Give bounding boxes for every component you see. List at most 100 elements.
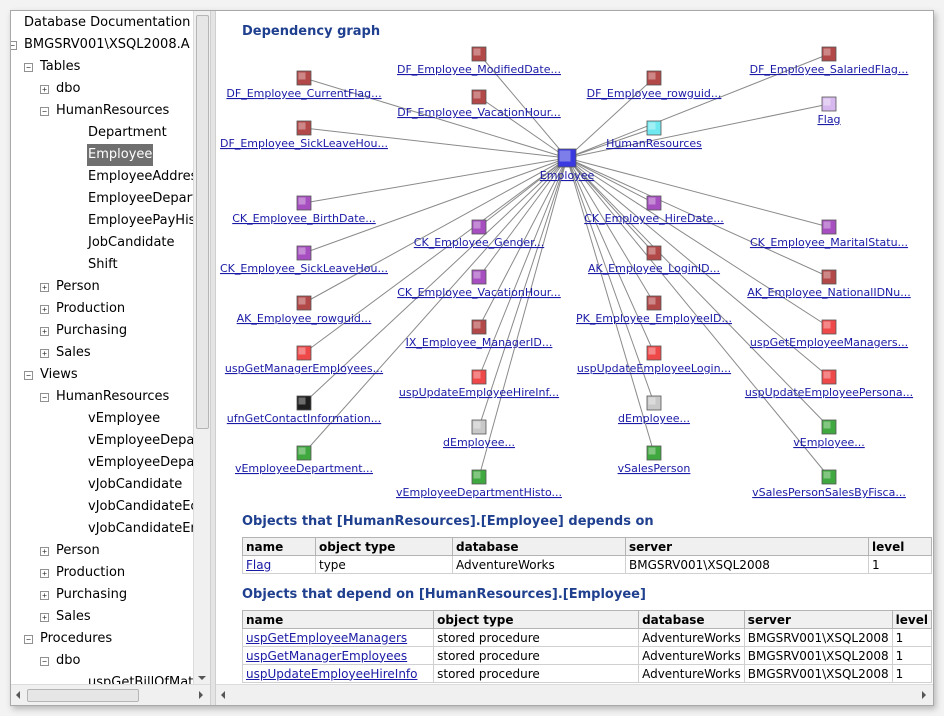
object-link[interactable]: uspGetManagerEmployees (241, 646, 435, 665)
graph-node-label[interactable]: DF_Employee_SickLeaveHou... (220, 137, 388, 150)
graph-node-label[interactable]: AK_Employee_LoginID... (588, 262, 720, 275)
graph-node-label[interactable]: IX_Employee_ManagerID... (406, 336, 553, 349)
graph-node[interactable] (821, 96, 837, 112)
tree-item[interactable]: HumanResources (55, 100, 170, 122)
graph-node[interactable] (821, 369, 837, 385)
tree-item[interactable]: Person (55, 276, 101, 298)
graph-node-label[interactable]: dEmployee... (618, 412, 690, 425)
graph-node[interactable] (646, 345, 662, 361)
graph-node[interactable] (821, 469, 837, 485)
content-scroll-left-arrow-icon[interactable] (221, 691, 225, 699)
expand-icon[interactable]: + (40, 569, 49, 578)
collapse-icon[interactable]: − (24, 63, 33, 72)
tree-item[interactable]: dbo (55, 78, 81, 100)
tree-item[interactable]: Production (55, 298, 126, 320)
graph-node[interactable] (646, 295, 662, 311)
graph-node-label[interactable]: CK_Employee_MaritalStatu... (750, 236, 908, 249)
graph-node-label[interactable]: Flag (817, 113, 840, 126)
graph-node-label[interactable]: vSalesPerson (618, 462, 691, 475)
graph-node[interactable] (821, 46, 837, 62)
tree-item[interactable]: Sales (55, 342, 92, 364)
scroll-down-arrow-icon[interactable] (198, 676, 206, 680)
graph-center-node[interactable] (557, 148, 577, 168)
graph-node[interactable] (296, 395, 312, 411)
content-horizontal-scrollbar[interactable] (216, 684, 933, 705)
graph-node-label[interactable]: PK_Employee_EmployeeID... (576, 312, 732, 325)
graph-node[interactable] (471, 469, 487, 485)
collapse-icon[interactable]: − (11, 41, 17, 50)
column-header[interactable]: level (891, 610, 933, 629)
content-scroll-right-arrow-icon[interactable] (922, 691, 926, 699)
graph-node[interactable] (821, 269, 837, 285)
tree-item[interactable]: Department (87, 122, 168, 144)
expand-icon[interactable]: + (40, 85, 49, 94)
graph-node[interactable] (646, 395, 662, 411)
column-header[interactable]: database (452, 537, 626, 556)
graph-node[interactable] (471, 219, 487, 235)
graph-center-label[interactable]: Employee (540, 169, 595, 182)
graph-node[interactable] (296, 445, 312, 461)
tree-vertical-scrollbar[interactable] (193, 11, 211, 684)
object-link[interactable]: Flag (242, 555, 316, 574)
graph-node-label[interactable]: DF_Employee_VacationHour... (397, 106, 561, 119)
tree-item[interactable]: Views (39, 364, 79, 386)
tree-hscroll-thumb[interactable] (27, 689, 139, 702)
graph-node-label[interactable]: uspUpdateEmployeePersona... (745, 386, 913, 399)
expand-icon[interactable]: + (40, 591, 49, 600)
graph-node-label[interactable]: ufnGetContactInformation... (227, 412, 381, 425)
column-header[interactable]: name (241, 610, 435, 629)
object-link[interactable]: uspUpdateEmployeeHireInfo (241, 664, 435, 683)
graph-node-label[interactable]: uspUpdateEmployeeHireInf... (399, 386, 559, 399)
tree-item[interactable]: JobCandidate (87, 232, 176, 254)
column-header[interactable]: server (743, 610, 893, 629)
tree-item[interactable]: EmployeePayHist (87, 210, 193, 232)
tree-item[interactable]: vJobCandidateEr (87, 518, 193, 540)
graph-node[interactable] (646, 195, 662, 211)
graph-node-label[interactable]: vEmployee... (793, 436, 864, 449)
graph-node-label[interactable]: CK_Employee_Gender... (414, 236, 544, 249)
graph-node[interactable] (296, 345, 312, 361)
graph-node[interactable] (471, 89, 487, 105)
tree-item[interactable]: BMGSRV001\XSQL2008.A (23, 34, 191, 56)
column-header[interactable]: object type (433, 610, 640, 629)
graph-node[interactable] (296, 70, 312, 86)
graph-node-label[interactable]: DF_Employee_rowguid... (587, 87, 722, 100)
graph-node-label[interactable]: vSalesPersonSalesByFisca... (752, 486, 906, 499)
tree-item[interactable]: EmployeeAddress (87, 166, 193, 188)
graph-node-label[interactable]: vEmployeeDepartment... (235, 462, 373, 475)
column-header[interactable]: name (242, 537, 316, 556)
tree-item[interactable]: HumanResources (55, 386, 170, 408)
tree-item[interactable]: EmployeeDepart (87, 188, 193, 210)
graph-node[interactable] (821, 319, 837, 335)
tree-item[interactable]: vEmployeeDepar (87, 430, 193, 452)
tree-item[interactable]: Purchasing (55, 320, 128, 342)
graph-node-label[interactable]: CK_Employee_HireDate... (584, 212, 724, 225)
column-header[interactable]: level (868, 537, 932, 556)
graph-node[interactable] (296, 295, 312, 311)
graph-node-label[interactable]: DF_Employee_CurrentFlag... (226, 87, 381, 100)
graph-node-label[interactable]: AK_Employee_rowguid... (237, 312, 372, 325)
graph-node[interactable] (296, 245, 312, 261)
graph-node-label[interactable]: vEmployeeDepartmentHisto... (396, 486, 562, 499)
collapse-icon[interactable]: − (40, 657, 49, 666)
graph-node-label[interactable]: CK_Employee_SickLeaveHou... (220, 262, 388, 275)
tree-item[interactable]: Sales (55, 606, 92, 628)
graph-node[interactable] (471, 269, 487, 285)
tree-item[interactable]: uspGetBillOfMate (87, 672, 193, 684)
collapse-icon[interactable]: − (40, 393, 49, 402)
collapse-icon[interactable]: − (24, 635, 33, 644)
tree-item[interactable]: Purchasing (55, 584, 128, 606)
tree-item[interactable]: Procedures (39, 628, 113, 650)
tree-item[interactable]: Production (55, 562, 126, 584)
graph-node-label[interactable]: DF_Employee_ModifiedDate... (397, 63, 561, 76)
tree-item[interactable]: vJobCandidateEc (87, 496, 193, 518)
tree-horizontal-scrollbar[interactable] (11, 684, 210, 705)
graph-node[interactable] (821, 219, 837, 235)
tree-item[interactable]: vEmployee (87, 408, 161, 430)
expand-icon[interactable]: + (40, 613, 49, 622)
expand-icon[interactable]: + (40, 547, 49, 556)
tree-item[interactable]: Person (55, 540, 101, 562)
graph-node-label[interactable]: CK_Employee_VacationHour... (397, 286, 561, 299)
collapse-icon[interactable]: − (24, 371, 33, 380)
column-header[interactable]: server (625, 537, 869, 556)
